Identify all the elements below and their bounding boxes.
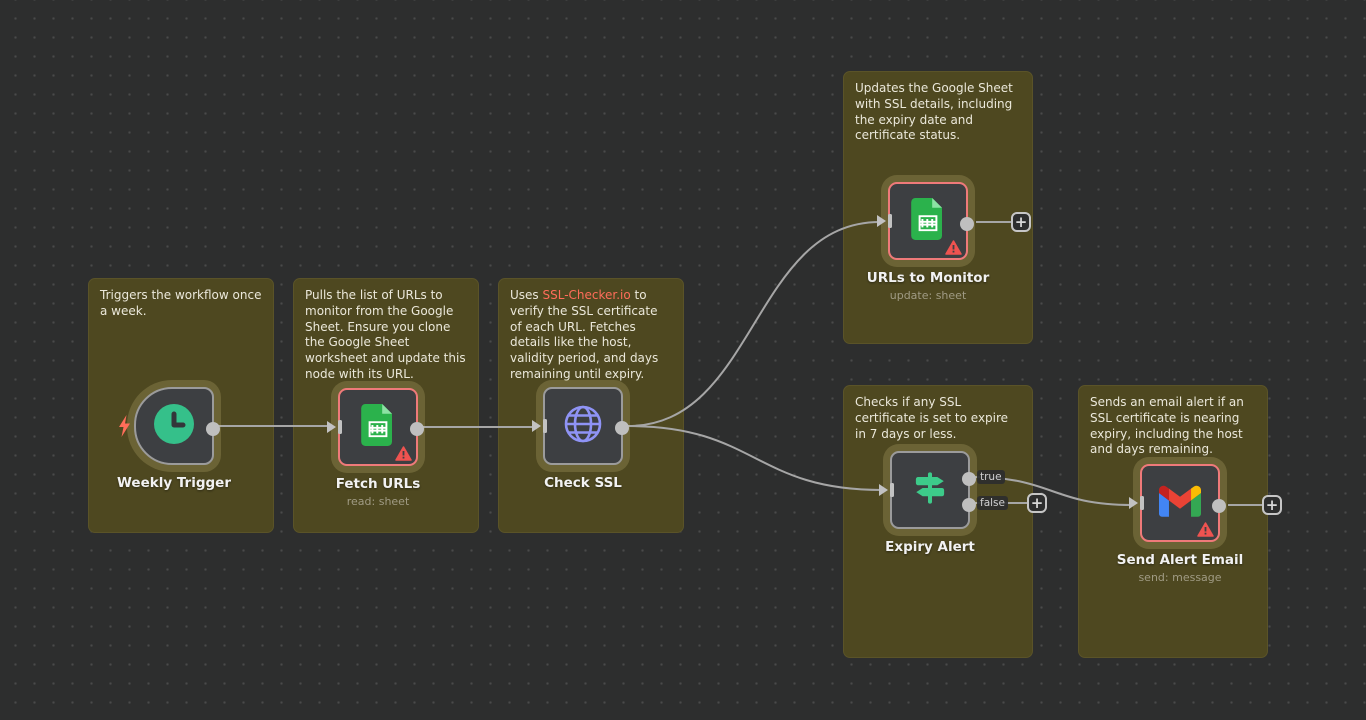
google-sheets-icon (361, 404, 395, 450)
output-label-true: true (977, 470, 1005, 484)
input-connector (1129, 496, 1144, 510)
output-connector[interactable] (1212, 499, 1226, 513)
input-connector (879, 483, 894, 497)
output-connector[interactable] (615, 421, 629, 435)
sticky-note-weekly-trigger[interactable]: Triggers the workflow once a week. (88, 278, 274, 533)
add-node-button[interactable]: + (1011, 212, 1031, 232)
sticky-note-text: to verify the SSL certificate of each UR… (510, 288, 659, 382)
clock-icon (152, 402, 196, 450)
sticky-note-text: Sends an email alert if an SSL certifica… (1090, 395, 1244, 457)
node-expiry-alert[interactable]: Expiry Alert (879, 451, 976, 555)
warning-icon (1197, 522, 1214, 537)
signpost-icon (908, 466, 952, 514)
node-check-ssl[interactable]: Check SSL (532, 387, 629, 491)
node-subtitle: read: sheet (346, 495, 410, 508)
sticky-note-text: Checks if any SSL certificate is set to … (855, 395, 1009, 441)
add-node-button[interactable]: + (1262, 495, 1282, 515)
connection-check-ssl-to-expiry-alert[interactable] (627, 425, 883, 491)
output-connector[interactable] (206, 422, 220, 436)
sticky-note-fetch-urls[interactable]: Pulls the list of URLs to monitor from t… (293, 278, 479, 533)
node-title: Weekly Trigger (117, 475, 231, 491)
sticky-note-text: Updates the Google Sheet with SSL detail… (855, 81, 1013, 143)
input-connector (877, 214, 892, 228)
output-connector-false[interactable] (962, 498, 976, 512)
node-title: URLs to Monitor (866, 270, 990, 286)
connection-check-ssl-to-urls-to-monitor[interactable] (627, 221, 881, 427)
node-weekly-trigger[interactable]: Weekly Trigger (117, 387, 231, 491)
warning-icon (395, 446, 412, 461)
input-connector (532, 419, 547, 433)
google-sheets-icon (911, 198, 945, 244)
node-send-alert-email[interactable]: Send Alert Email send: message (1117, 464, 1243, 584)
sticky-note-send-alert-email[interactable]: Sends an email alert if an SSL certifica… (1078, 385, 1268, 658)
warning-icon (945, 240, 962, 255)
node-subtitle: send: message (1138, 571, 1222, 584)
node-title: Expiry Alert (885, 539, 975, 555)
sticky-note-text: Uses (510, 288, 543, 302)
output-connector[interactable] (960, 217, 974, 231)
output-connector[interactable] (410, 422, 424, 436)
output-label-false: false (977, 496, 1008, 510)
node-title: Send Alert Email (1116, 552, 1244, 568)
node-title: Fetch URLs (335, 476, 421, 492)
node-urls-to-monitor[interactable]: URLs to Monitor update: sheet (867, 182, 989, 302)
ssl-checker-link[interactable]: SSL-Checker.io (542, 288, 631, 302)
output-connector-true[interactable] (962, 472, 976, 486)
sticky-note-text: Triggers the workflow once a week. (100, 288, 262, 318)
add-node-button[interactable]: + (1027, 493, 1047, 513)
sticky-note-text: Pulls the list of URLs to monitor from t… (305, 288, 466, 382)
input-connector (327, 420, 342, 434)
globe-icon (561, 402, 605, 450)
node-title: Check SSL (544, 475, 622, 491)
gmail-icon (1159, 485, 1201, 521)
node-subtitle: update: sheet (889, 289, 967, 302)
lightning-bolt-icon (117, 415, 132, 437)
node-fetch-urls[interactable]: Fetch URLs read: sheet (327, 388, 424, 508)
